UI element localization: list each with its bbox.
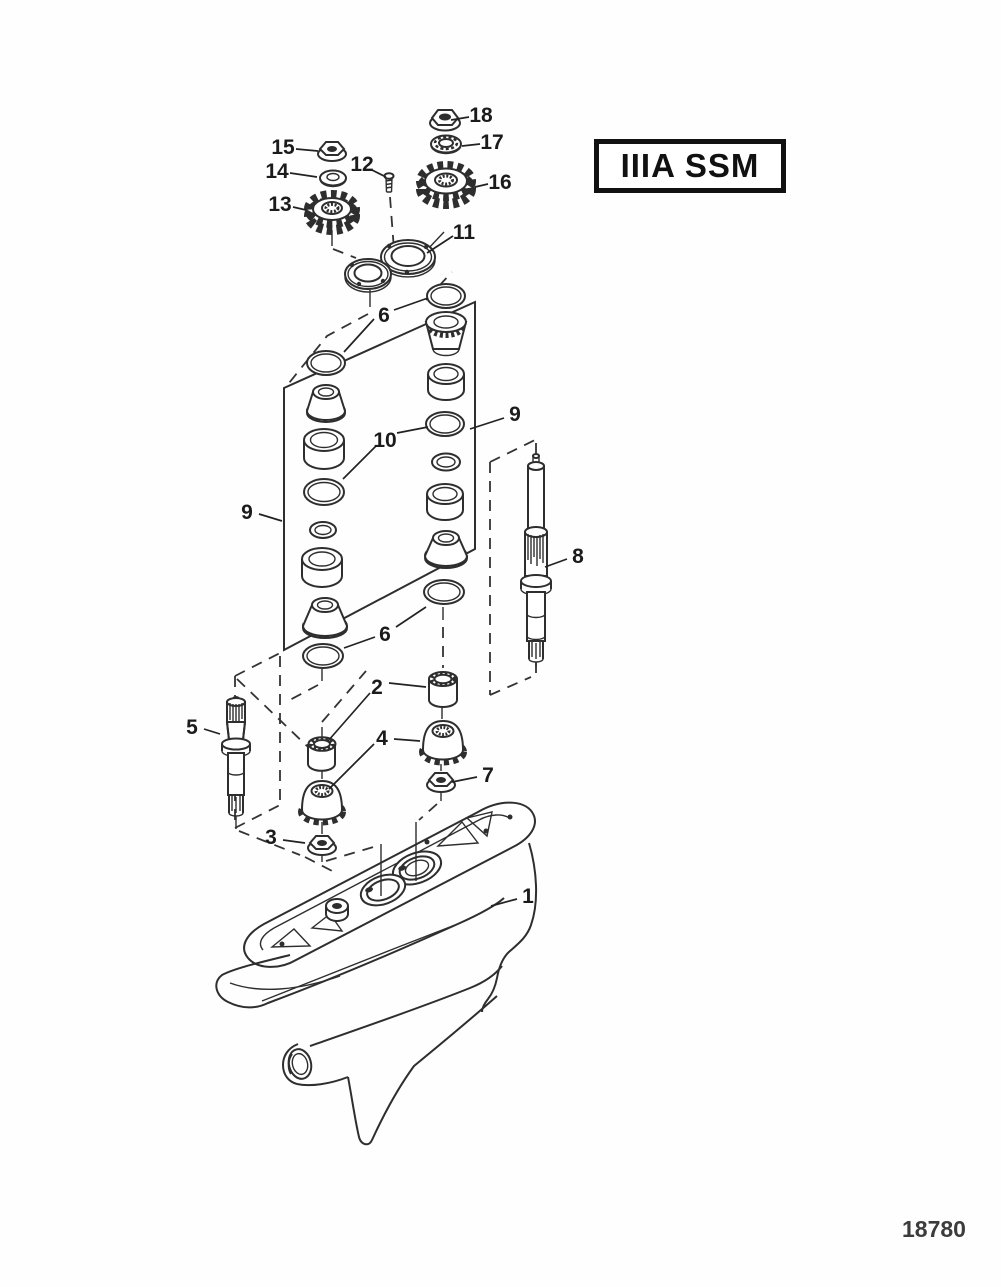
callout-leader-9: [258, 513, 283, 522]
callout-leader-12: [371, 169, 387, 178]
callout-label-13: 13: [268, 193, 291, 216]
callout-label-5: 5: [186, 716, 198, 739]
part-18-nut: [429, 109, 461, 132]
part-9-bearing-race: [303, 428, 345, 470]
part-6-snap-ring: [426, 283, 466, 309]
callout-leader-5: [203, 728, 221, 735]
callout-leader-2: [388, 682, 427, 688]
callout-leader-11: [426, 235, 454, 254]
callout-label-1: 1: [522, 885, 534, 908]
callout-leader-17: [461, 143, 481, 147]
part-9-o-ring-small-right: [431, 452, 461, 472]
callout-label-6: 6: [378, 304, 390, 327]
part-10-ring-right: [425, 411, 465, 437]
part-9-bearing-cup: [301, 547, 343, 588]
callout-label-11: 11: [453, 221, 476, 244]
part-4-bevel-gear: [298, 779, 346, 826]
part-2-needle-bearing: [307, 736, 337, 772]
callout-leader-4: [328, 743, 375, 790]
drawing-number: 18780: [902, 1216, 966, 1242]
part-1-gear-housing: [215, 801, 538, 1146]
callout-leader-10: [396, 426, 429, 434]
callout-label-7: 7: [482, 764, 494, 787]
callout-leader-9: [469, 417, 505, 430]
callout-label-12: 12: [350, 153, 373, 176]
part-3-nut: [307, 835, 337, 856]
callout-label-10: 10: [373, 429, 396, 452]
part-9-bearing-cup-upper-right: [424, 311, 468, 357]
part-9-race-right: [427, 363, 465, 401]
part-14-washer: [319, 169, 347, 188]
part-4-bevel-gear-right: [419, 719, 467, 766]
callout-leader-18: [450, 116, 470, 121]
callout-leader-8: [544, 558, 568, 568]
part-9-bearing-cone-lower: [301, 597, 349, 639]
callout-leader-6: [343, 318, 375, 353]
part-10-ring: [303, 478, 345, 506]
part-7-nut: [426, 772, 456, 793]
alignment-dashed-lines: [234, 196, 537, 875]
part-11-bearing-carrier: [344, 239, 436, 293]
callout-leader-16: [474, 183, 489, 188]
part-17-tab-washer: [430, 134, 462, 155]
callout-leader-10: [342, 445, 377, 480]
part-13-gear: [304, 190, 360, 235]
callout-label-9: 9: [241, 501, 253, 524]
callout-label-9: 9: [509, 403, 521, 426]
callout-leader-15: [295, 148, 319, 152]
part-6-seal-ring-lower: [302, 643, 344, 669]
part-15-nut: [317, 141, 347, 162]
callout-leader-6: [343, 636, 376, 649]
part-5-shaft: [221, 696, 251, 820]
part-8-driveshaft: [520, 453, 552, 667]
callout-label-6: 6: [379, 623, 391, 646]
callout-label-16: 16: [488, 171, 511, 194]
model-plate: IIIA SSM: [594, 139, 786, 193]
callout-label-4: 4: [376, 727, 388, 750]
part-9-bearing-cone: [305, 384, 347, 423]
part-2-needle-bearing-right: [428, 671, 458, 708]
callout-leader-7: [451, 776, 478, 783]
alignment-box-main: [283, 300, 476, 652]
callout-leader-6: [395, 606, 427, 628]
callout-label-18: 18: [469, 104, 493, 127]
part-9-o-ring-small: [309, 521, 337, 539]
callout-leader-4: [393, 738, 421, 742]
callout-label-2: 2: [371, 676, 383, 699]
part-6-seal-ring-right: [423, 579, 465, 605]
alignment-solid-links: [235, 230, 445, 862]
part-9-bearing-cone-right: [423, 530, 469, 569]
callout-leader-13: [292, 206, 307, 211]
part-6-seal-ring: [306, 350, 346, 376]
callout-leader-6: [393, 297, 429, 311]
callout-label-14: 14: [265, 160, 289, 183]
callout-leader-3: [282, 839, 306, 844]
callout-label-3: 3: [265, 826, 277, 849]
model-plate-text: IIIA SSM: [620, 147, 760, 184]
callout-leader-14: [289, 172, 318, 178]
callout-leader-2: [327, 692, 371, 742]
callout-label-17: 17: [480, 131, 503, 154]
part-9-race-right-lower: [426, 483, 464, 521]
callout-label-8: 8: [572, 545, 584, 568]
part-16-gear: [416, 161, 476, 209]
callout-label-15: 15: [271, 136, 295, 159]
callout-leader-1: [490, 898, 518, 907]
